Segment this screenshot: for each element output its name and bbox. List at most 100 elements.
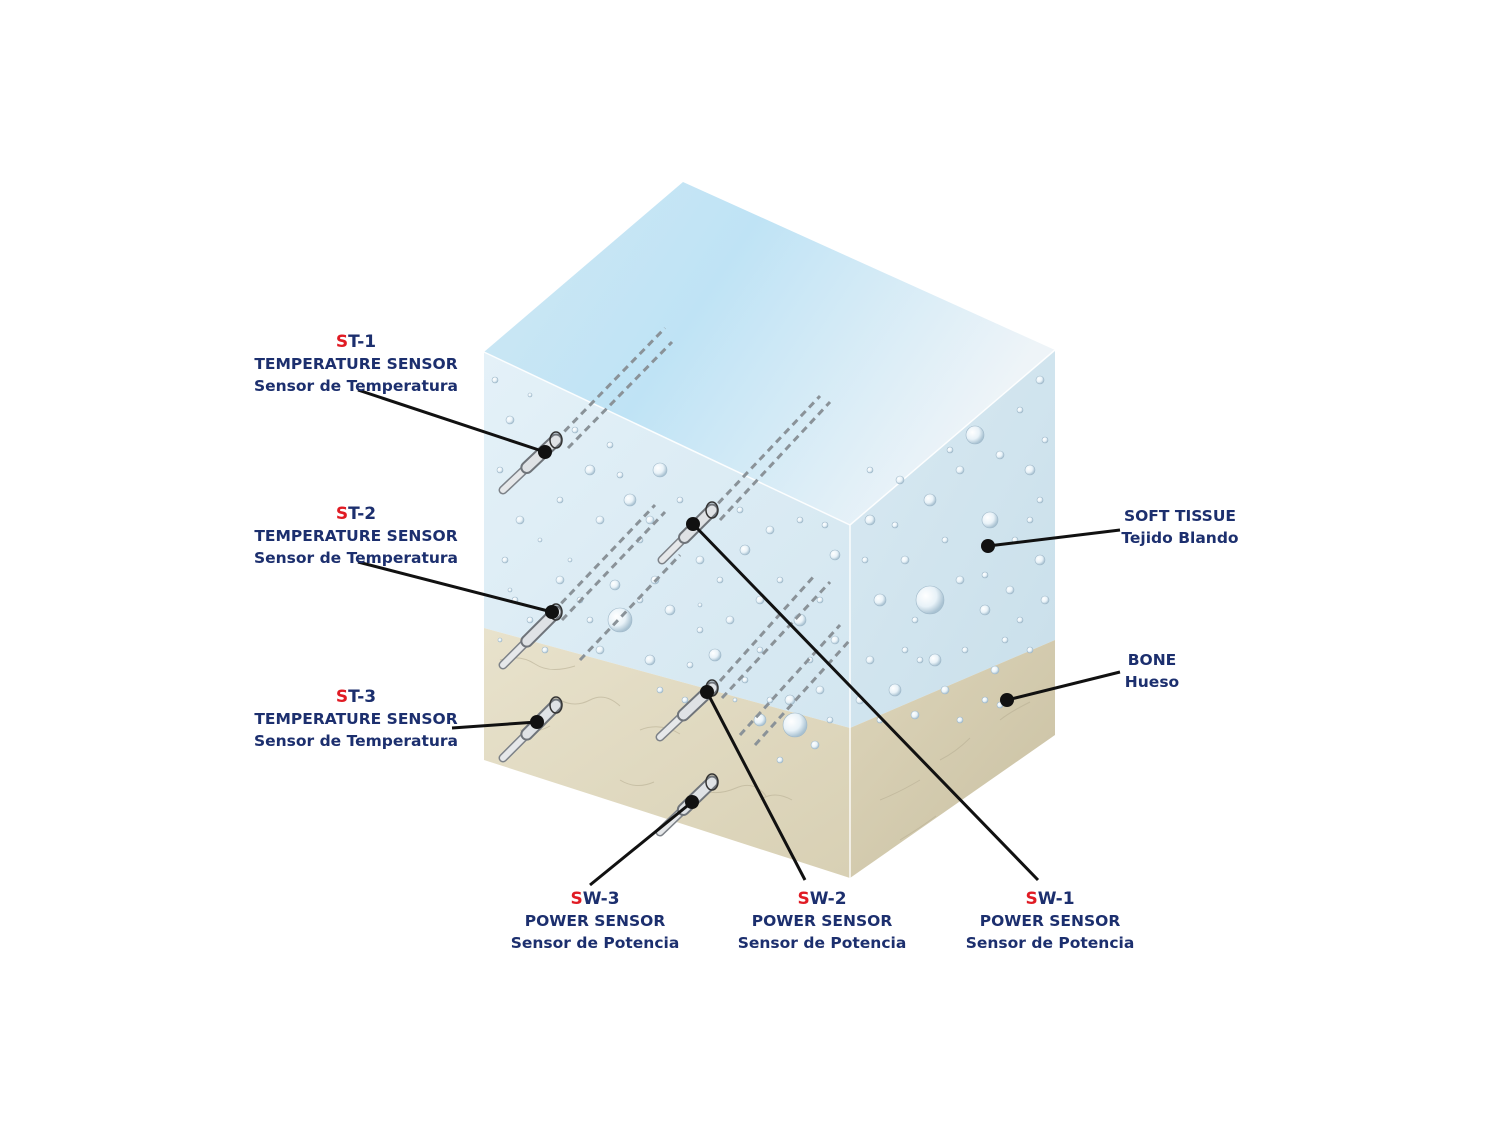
bubble (1036, 496, 1044, 504)
bubble (776, 576, 784, 584)
label-st1: ST-1 TEMPERATURE SENSOR Sensor de Temper… (226, 331, 486, 397)
bubble (567, 557, 573, 563)
bubble (916, 656, 924, 664)
label-soft-tissue: SOFT TISSUE Tejido Blando (1090, 505, 1270, 549)
bubble (556, 496, 564, 504)
label-bone-subname: Hueso (1124, 673, 1180, 691)
bubble (866, 466, 874, 474)
bubble (910, 710, 920, 720)
leader-sw2 (705, 691, 807, 881)
label-st1-name: TEMPERATURE SENSOR (254, 355, 458, 373)
bubble (501, 556, 509, 564)
label-sw2-code: SW-2 (797, 889, 847, 909)
label-st1-subname: Sensor de Temperatura (253, 377, 459, 395)
bubble (940, 685, 950, 695)
leader-bone (1006, 670, 1121, 702)
label-st2-code: ST-2 (335, 504, 377, 524)
bubble (821, 521, 829, 529)
bubble (865, 655, 875, 665)
bubble (595, 645, 605, 655)
bubble (1016, 406, 1024, 414)
bubble (664, 604, 676, 616)
probe-tracks (551, 326, 852, 747)
bubble (645, 515, 655, 525)
bubble (616, 471, 624, 479)
bubble (1001, 636, 1009, 644)
bubble (623, 493, 637, 507)
bubble (923, 493, 937, 507)
bubble (644, 654, 656, 666)
bubble (697, 602, 703, 608)
label-soft-tissue-subname: Tejido Blando (1121, 529, 1239, 547)
bubble (491, 376, 499, 384)
bubble (708, 648, 722, 662)
bubble (515, 515, 525, 525)
bubble (796, 516, 804, 524)
bubble (981, 696, 989, 704)
bubble (586, 616, 594, 624)
bubble (1041, 436, 1049, 444)
bubble (584, 464, 596, 476)
leader-soft-tissue (987, 528, 1121, 548)
bubble (941, 536, 949, 544)
label-sw3-code: SW-3 (570, 889, 620, 909)
bubble (732, 697, 738, 703)
label-sw1-subname: Sensor de Potencia (965, 934, 1135, 952)
label-sw2-name: POWER SENSOR (751, 912, 893, 930)
bubble (816, 596, 824, 604)
label-sw1-name: POWER SENSOR (979, 912, 1121, 930)
bubble (873, 593, 887, 607)
bubble (527, 392, 533, 398)
top-face (484, 182, 1055, 525)
dot-sw1 (686, 517, 700, 531)
bubble (537, 537, 543, 543)
label-soft-tissue-name: SOFT TISSUE (1123, 507, 1237, 525)
bubble (609, 579, 621, 591)
label-sw3-name: POWER SENSOR (524, 912, 666, 930)
dot-bone (1000, 693, 1014, 707)
bubble (861, 556, 869, 564)
bubble (782, 712, 808, 738)
bubble (686, 661, 694, 669)
bubble (900, 555, 910, 565)
bubble (505, 415, 515, 425)
label-sw3-subname: Sensor de Potencia (510, 934, 680, 952)
bubble (496, 466, 504, 474)
bubble (829, 549, 841, 561)
leader-st1 (357, 388, 546, 454)
bubble (830, 635, 840, 645)
bubble (965, 425, 985, 445)
bubble (1026, 646, 1034, 654)
bubble (606, 441, 614, 449)
bubble (776, 756, 784, 764)
label-sw2: SW-2 POWER SENSOR Sensor de Potencia (702, 888, 942, 954)
label-sw3: SW-3 POWER SENSOR Sensor de Potencia (475, 888, 715, 954)
bubble (864, 514, 876, 526)
bubble (981, 511, 999, 529)
label-st3: ST-3 TEMPERATURE SENSOR Sensor de Temper… (226, 686, 486, 752)
bubble (652, 462, 668, 478)
bubble (741, 676, 749, 684)
bubble (979, 604, 991, 616)
leader-sw1 (691, 522, 1040, 882)
bubble (1035, 375, 1045, 385)
dot-st3 (530, 715, 544, 729)
label-st2-subname: Sensor de Temperatura (253, 549, 459, 567)
bubble (990, 665, 1000, 675)
bubble (497, 637, 503, 643)
bubble (656, 686, 664, 694)
label-sw2-subname: Sensor de Potencia (737, 934, 907, 952)
bubble (946, 446, 954, 454)
bubble (961, 646, 969, 654)
bubble (784, 694, 796, 706)
bubble (888, 683, 902, 697)
bubble (1034, 554, 1046, 566)
bubble (981, 571, 989, 579)
bubble (736, 506, 744, 514)
bubble (956, 716, 964, 724)
leader-dots (530, 445, 1014, 809)
bubble (765, 525, 775, 535)
dot-st1 (538, 445, 552, 459)
